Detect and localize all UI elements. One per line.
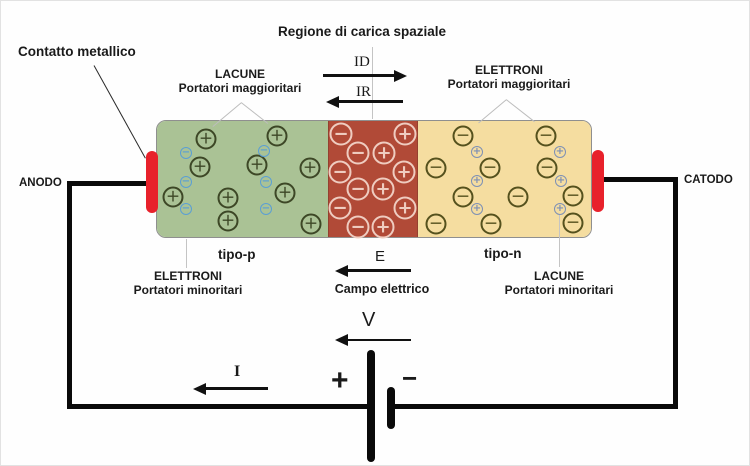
hole-majority-symbol: +	[274, 182, 296, 204]
bottom-wire-left	[67, 404, 371, 409]
bottom-wire-right	[391, 404, 678, 409]
depletion-positive-ion-symbol: +	[371, 215, 395, 239]
hole-majority-symbol: +	[195, 128, 217, 150]
battery-minus-sign: −	[402, 363, 418, 393]
depletion-negative-ion-symbol: −	[346, 177, 370, 201]
ir-current-arrow-head	[326, 95, 339, 108]
electrons-minority-subtitle: Portatori minoritari	[133, 283, 243, 297]
electron-majority-symbol: −	[452, 186, 474, 208]
depletion-negative-ion-symbol: −	[346, 141, 370, 165]
hole-majority-symbol: +	[300, 213, 322, 235]
hole-minority-symbol: +	[471, 203, 483, 215]
cathode-wire-horizontal	[602, 177, 678, 182]
electrons-minority-title: ELETTRONI	[154, 269, 222, 283]
electron-minority-symbol: −	[180, 203, 192, 215]
electrons-majority-title: ELETTRONI	[475, 63, 543, 77]
voltage-label: V	[362, 309, 376, 331]
current-arrow-head	[193, 382, 206, 395]
electrons-majority-subtitle: Portatori maggioritari	[447, 77, 571, 91]
current-label: I	[234, 363, 241, 380]
page-title: Regione di carica spaziale	[277, 24, 447, 39]
electron-majority-symbol: −	[480, 213, 502, 235]
depletion-positive-ion-symbol: +	[371, 177, 395, 201]
electron-majority-symbol: −	[452, 125, 474, 147]
voltage-arrow-head	[335, 334, 348, 346]
depletion-negative-ion-symbol: −	[328, 160, 352, 184]
n-type-label: tipo-n	[484, 246, 522, 261]
electron-minority-symbol: −	[258, 145, 270, 157]
hole-majority-symbol: +	[189, 156, 211, 178]
electron-majority-symbol: −	[535, 125, 557, 147]
electrons-minority-label: ELETTRONI Portatori minoritari	[113, 269, 263, 297]
depletion-negative-ion-symbol: −	[328, 196, 352, 220]
battery-negative-plate	[387, 387, 395, 429]
cathode-metal-contact	[592, 150, 604, 212]
holes-minority-label: LACUNE Portatori minoritari	[484, 269, 634, 297]
electron-majority-symbol: −	[507, 186, 529, 208]
voltage-arrow-shaft	[346, 339, 411, 341]
hole-majority-symbol: +	[217, 187, 239, 209]
electron-majority-symbol: −	[479, 157, 501, 179]
p-type-label: tipo-p	[218, 247, 256, 262]
holes-minority-title: LACUNE	[534, 269, 584, 283]
hole-majority-symbol: +	[299, 157, 321, 179]
electron-minority-symbol: −	[260, 176, 272, 188]
depletion-negative-ion-symbol: −	[346, 215, 370, 239]
depletion-positive-ion-symbol: +	[372, 141, 396, 165]
metal-contact-label: Contatto metallico	[18, 44, 136, 59]
depletion-positive-ion-symbol: +	[393, 122, 417, 146]
holes-majority-subtitle: Portatori maggioritari	[178, 81, 302, 95]
current-arrow-shaft	[204, 387, 268, 390]
electrons-majority-label: ELETTRONI Portatori maggioritari	[434, 63, 584, 91]
battery-plus-sign: +	[331, 364, 349, 397]
ir-current-arrow-shaft	[337, 100, 403, 103]
anode-metal-contact	[146, 151, 158, 213]
depletion-negative-ion-symbol: −	[329, 122, 353, 146]
anode-wire-horizontal	[67, 181, 151, 186]
cathode-wire-vertical	[673, 177, 678, 409]
electron-majority-symbol: −	[536, 157, 558, 179]
ir-current-label: IR	[356, 84, 371, 100]
electrons-majority-pointer-right	[505, 99, 535, 123]
e-field-label: E	[375, 248, 386, 265]
electron-majority-symbol: −	[562, 212, 584, 234]
anode-wire-vertical	[67, 181, 72, 409]
electron-majority-symbol: −	[425, 213, 447, 235]
electron-majority-symbol: −	[425, 157, 447, 179]
metal-contact-pointer-line	[93, 65, 146, 159]
hole-minority-symbol: +	[554, 146, 566, 158]
hole-minority-symbol: +	[554, 203, 566, 215]
cathode-label: CATODO	[684, 174, 733, 186]
holes-majority-title: LACUNE	[215, 67, 265, 81]
electron-minority-symbol: −	[180, 176, 192, 188]
hole-minority-symbol: +	[471, 146, 483, 158]
electron-majority-symbol: −	[562, 185, 584, 207]
depletion-positive-ion-symbol: +	[393, 196, 417, 220]
id-current-arrow-shaft	[323, 74, 395, 77]
space-charge-pointer-line	[372, 47, 373, 119]
e-field-arrow-head	[335, 264, 348, 277]
depletion-positive-ion-symbol: +	[392, 160, 416, 184]
hole-majority-symbol: +	[217, 210, 239, 232]
hole-majority-symbol: +	[266, 125, 288, 147]
electric-field-label: Campo elettrico	[334, 282, 430, 296]
battery-positive-plate	[367, 350, 375, 462]
electron-minority-symbol: −	[180, 147, 192, 159]
hole-minority-symbol: +	[471, 175, 483, 187]
hole-minority-symbol: +	[555, 175, 567, 187]
e-field-arrow-shaft	[346, 269, 411, 272]
holes-minority-subtitle: Portatori minoritari	[504, 283, 614, 297]
anode-label: ANODO	[19, 177, 62, 189]
holes-majority-label: LACUNE Portatori maggioritari	[165, 67, 315, 95]
holes-minority-pointer-line	[559, 215, 560, 267]
hole-majority-symbol: +	[246, 154, 268, 176]
electrons-minority-pointer-line	[186, 239, 187, 268]
id-current-arrow-head	[394, 69, 407, 82]
hole-majority-symbol: +	[162, 186, 184, 208]
electron-minority-symbol: −	[260, 203, 272, 215]
id-current-label: ID	[354, 54, 370, 70]
